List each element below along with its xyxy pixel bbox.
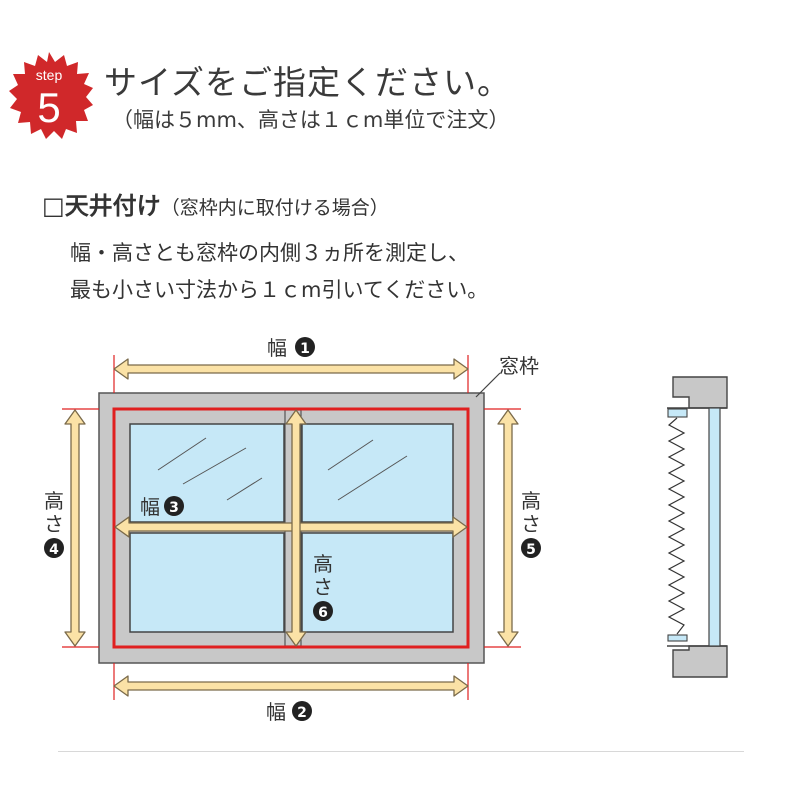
- marker-2-number: 2: [297, 705, 307, 721]
- instruction-line-2: 最も小さい寸法から１ｃm引いてください。: [70, 278, 489, 302]
- step-badge-starburst: [9, 52, 93, 139]
- page-title: サイズをご指定ください。: [104, 63, 512, 102]
- arrow-height-4: [64, 409, 86, 647]
- marker-6-number: 6: [318, 605, 328, 621]
- arrow-width-2: [113, 675, 469, 697]
- glass-pane-top-left: [129, 423, 285, 523]
- label-width-3: 幅: [140, 495, 160, 519]
- step-label: step: [36, 67, 63, 83]
- cross-section-glass: [708, 407, 721, 647]
- arrow-width-3: [114, 516, 468, 538]
- arrow-width-1: [113, 358, 469, 380]
- marker-1-number: 1: [300, 341, 310, 357]
- arrow-height-5: [497, 409, 519, 647]
- glass-pane-bottom-left: [129, 532, 285, 633]
- extension-lines: [62, 355, 521, 700]
- inner-measure-outline: [112, 407, 470, 649]
- section-heading: □天井付け（窓枠内に取付ける場合）: [42, 186, 389, 221]
- cross-section-view: [667, 376, 728, 678]
- marker-3-number: 3: [169, 500, 179, 516]
- cross-section-frame-bottom: [672, 645, 728, 678]
- label-height-5-b: さ: [521, 512, 541, 536]
- label-height-5-a: 高: [521, 489, 541, 513]
- blind-bottom-rail: [667, 634, 688, 642]
- marker-6-icon: [313, 601, 333, 621]
- label-height-4-a: 高: [44, 489, 64, 513]
- label-width-2: 幅: [266, 700, 286, 724]
- marker-1-icon: [295, 337, 315, 357]
- marker-2-icon: [292, 701, 312, 721]
- checkbox-icon: □: [42, 192, 65, 220]
- frame-label: 窓枠: [499, 354, 539, 378]
- marker-5-number: 5: [526, 542, 536, 558]
- label-width-1: 幅: [267, 336, 287, 360]
- cross-section-frame-top: [672, 376, 728, 409]
- pleated-blind: [667, 417, 686, 635]
- glass-reflection: [157, 437, 408, 501]
- step-number: 5: [37, 84, 60, 131]
- marker-4-number: 4: [49, 542, 59, 558]
- step-badge: step 5: [9, 52, 93, 139]
- marker-4-icon: [44, 538, 64, 558]
- label-height-6-b: さ: [313, 575, 333, 599]
- label-height-4-b: さ: [44, 512, 64, 536]
- section-subtitle: （窓枠内に取付ける場合）: [160, 197, 389, 219]
- arrow-height-6: [285, 409, 307, 647]
- section-title: 天井付け: [64, 192, 161, 220]
- label-height-6-a: 高: [313, 552, 333, 576]
- frame-leader-line: [475, 372, 501, 398]
- glass-pane-top-right: [301, 423, 454, 523]
- page-subtitle: （幅は５mm、高さは１ｃm単位で注文）: [112, 108, 510, 132]
- instruction-line-1: 幅・高さとも窓枠の内側３ヵ所を測定し、: [70, 241, 469, 265]
- bottom-divider: [58, 751, 744, 752]
- blind-head-rail: [667, 408, 688, 418]
- marker-3-icon: [164, 496, 184, 516]
- marker-5-icon: [521, 538, 541, 558]
